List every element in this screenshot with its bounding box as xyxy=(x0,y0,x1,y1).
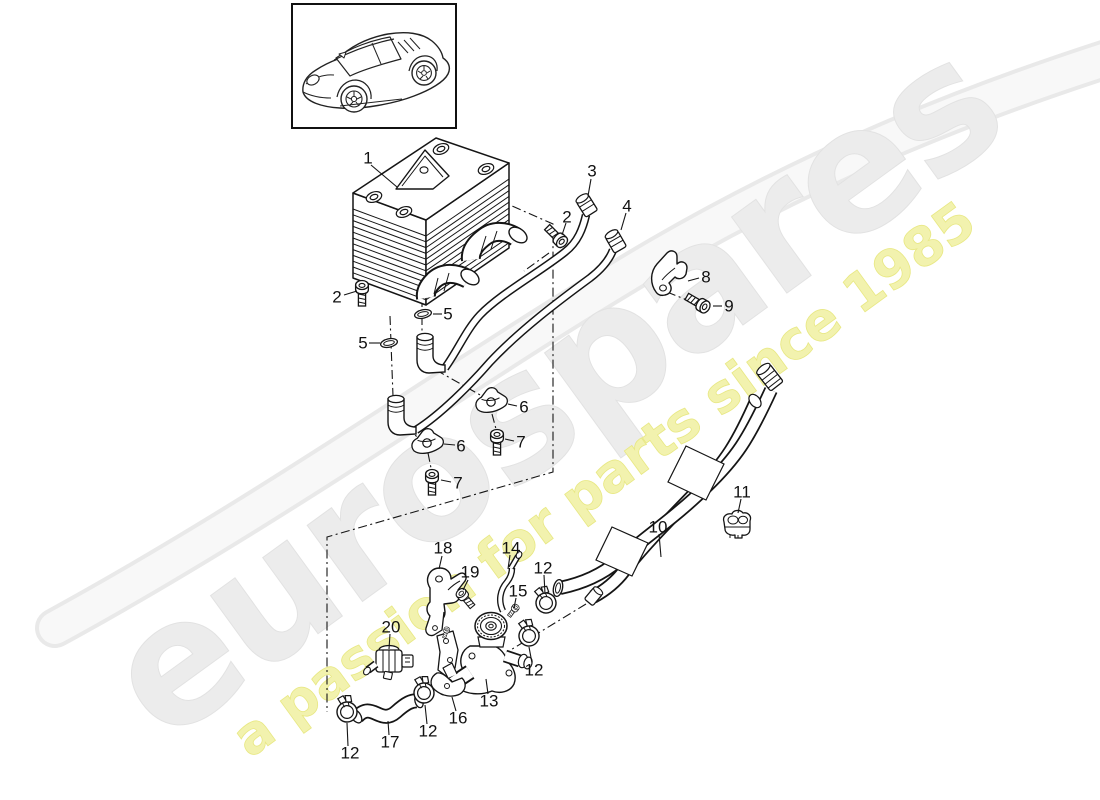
pipe-14 xyxy=(496,551,523,613)
water-pipe-3 xyxy=(441,191,599,371)
part-callout-4: 4 xyxy=(622,196,632,216)
cooler-bolt-holes xyxy=(365,142,495,219)
seal-ring-upper xyxy=(413,307,433,321)
callout-leaders xyxy=(343,164,742,747)
hose-17 xyxy=(349,693,424,724)
part-callout-16: 16 xyxy=(448,708,468,728)
part-callout-19: 19 xyxy=(460,562,480,582)
part-callout-7: 7 xyxy=(516,432,526,452)
part-callout-10: 10 xyxy=(648,517,668,537)
clamp-12-d xyxy=(334,693,359,724)
part-callout-12: 12 xyxy=(524,660,544,680)
part-callout-6: 6 xyxy=(456,436,466,456)
part-callout-6: 6 xyxy=(519,397,529,417)
part-callout-5: 5 xyxy=(358,333,368,353)
cooler-top-bracket xyxy=(395,149,450,190)
part-callout-11: 11 xyxy=(733,482,751,502)
oil-cooler xyxy=(352,137,528,306)
bracket-8 xyxy=(650,250,688,297)
hose-10 xyxy=(552,362,784,606)
screw-2-left xyxy=(354,279,370,307)
pipe-3-fitting xyxy=(573,191,599,218)
part-callout-17: 17 xyxy=(380,732,400,752)
seal-ring-lower xyxy=(379,336,399,350)
part-callout-2: 2 xyxy=(562,207,572,227)
part-callout-15: 15 xyxy=(508,581,528,601)
part-callout-12: 12 xyxy=(340,743,360,763)
car-line-art xyxy=(302,32,451,113)
part-callout-8: 8 xyxy=(701,267,711,287)
part-callout-7: 7 xyxy=(453,473,463,493)
part-callout-20: 20 xyxy=(381,617,401,637)
swoosh-watermark xyxy=(35,40,1100,648)
part-callout-12: 12 xyxy=(533,558,553,578)
hose-10-connector xyxy=(756,362,784,392)
screw-15 xyxy=(505,602,521,619)
part-callout-13: 13 xyxy=(479,691,499,711)
hose-10-lower-fitting xyxy=(584,586,604,606)
part-callout-2: 2 xyxy=(332,287,342,307)
clamp-12-b xyxy=(515,617,542,649)
bracket-16 xyxy=(430,662,466,697)
part-callout-1: 1 xyxy=(363,148,373,168)
part-callout-12: 12 xyxy=(418,721,438,741)
valve-20 xyxy=(363,644,414,681)
screw-2-right xyxy=(541,221,571,251)
part-callout-9: 9 xyxy=(724,296,734,316)
part-callout-3: 3 xyxy=(587,161,597,181)
car-thumbnail-box xyxy=(291,3,457,129)
part-callout-5: 5 xyxy=(443,304,453,324)
brand-watermark: eurospares xyxy=(70,1,1036,779)
water-pipe-4 xyxy=(413,227,628,434)
cooler-hose-stubs xyxy=(415,221,528,300)
clip-11 xyxy=(722,509,752,539)
part-callout-14: 14 xyxy=(501,538,521,558)
part-callout-18: 18 xyxy=(433,538,453,558)
